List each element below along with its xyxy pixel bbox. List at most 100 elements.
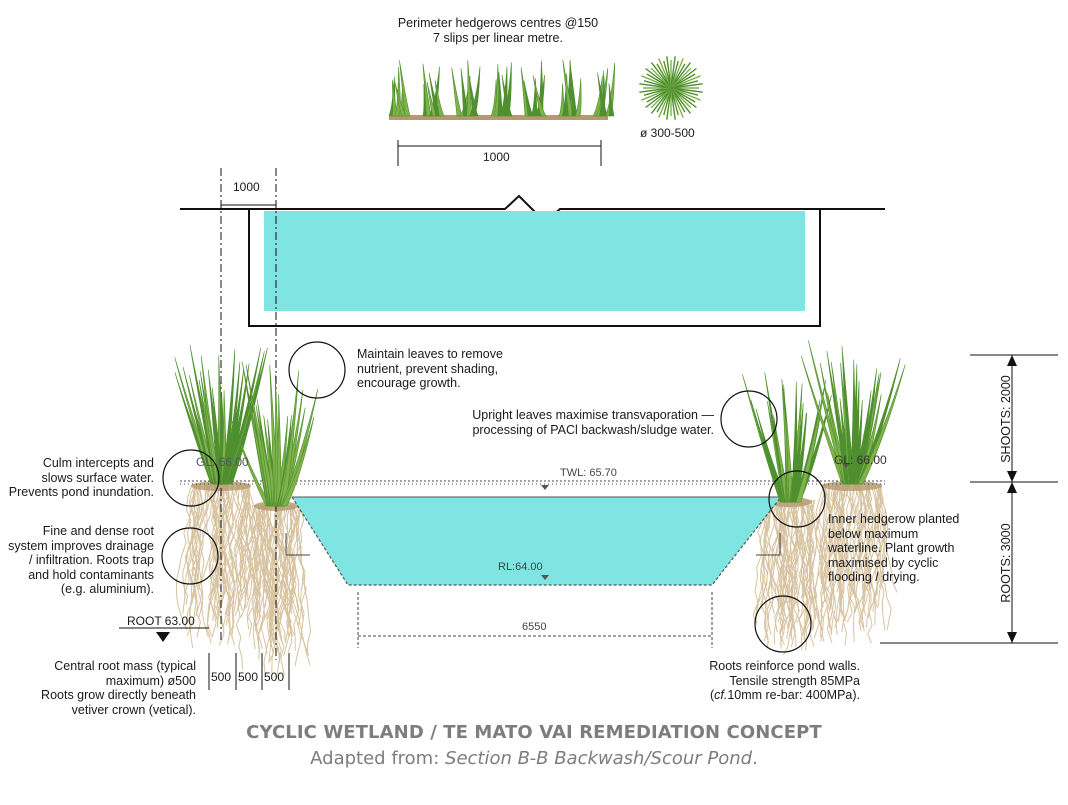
crown-ray [658,87,672,118]
grass-blade [399,60,411,117]
grass-blade [857,364,906,485]
root-strand [252,504,261,629]
root-strand [190,483,201,606]
note-fine-root-line3: / infiltration. Roots trap [28,553,154,567]
root-strand [870,483,884,607]
crown-ray [641,75,672,89]
root-strand [212,483,223,620]
root-strand [818,483,828,602]
note-culm-line3: Prevents pond inundation. [8,485,154,499]
root-cluster-outer-right [812,483,898,646]
root-strand [188,483,217,619]
root-strand [237,483,249,601]
root-level-marker [156,632,170,642]
hedgerow-spec: Perimeter hedgerows centres @150 7 slips… [378,16,618,45]
root-strand [218,483,236,646]
grass-blade [608,83,615,117]
root-strand [803,499,816,651]
root-strand [265,504,278,611]
root-cluster-inner-right [752,499,826,656]
grass-blade [275,393,282,507]
note-central-line3: Roots grow directly beneath [41,688,196,702]
hedgerow-slip [388,60,411,117]
root-strand [874,483,882,596]
circle-fine-root [161,527,219,585]
grass-blade [597,72,609,117]
shoots-dim-label: SHOOTS: 2000 [999,375,1013,463]
break-line [249,194,820,224]
slope-marker-right [756,533,781,556]
rebar-cf: cf. [714,688,728,702]
circle-leaves [288,341,346,399]
root-strand [847,483,859,613]
root-strand [823,483,840,604]
note-inner-line5: flooding / drying. [828,570,920,584]
root-strand [856,483,867,587]
grass-blade [279,370,299,507]
subtitle-suffix: . [752,748,758,769]
root-strand [270,504,282,678]
grass-blade [569,60,578,117]
root-strand [805,499,815,647]
root-strand [823,483,835,602]
arrow-shoots-bottom [1007,471,1017,482]
circle-reinforce [754,595,812,653]
grass-blade [231,420,272,507]
rl-label: RL:64.00 [498,561,543,573]
note-central-root: Central root mass (typical maximum) ø500… [0,659,196,717]
root-strand [291,504,312,666]
root-dim-1: 500 [211,670,232,684]
gl-right-label: GL: 66.00 [834,453,887,467]
circle-inner [768,470,826,528]
root-strand [206,483,226,637]
root-strand [268,504,286,664]
note-fine-root-line5: (e.g. aluminium). [60,582,154,596]
hedgerow-soil [389,115,608,120]
root-strand [865,483,877,626]
crown-soil-right-outer [822,481,882,491]
root-strand [261,504,276,609]
root-strand [798,499,809,634]
root-strand [260,504,275,641]
grass-blade [281,416,315,507]
note-culm-line1: Culm intercepts and [42,456,154,470]
note-reinforce-line1: Roots reinforce pond walls. [709,659,860,673]
crown-ray [670,58,684,89]
note-maintain-leaves: Maintain leaves to remove nutrient, prev… [357,347,503,391]
root-strand [798,499,809,651]
root-strand [826,483,844,592]
arrow-roots-bottom [1007,632,1017,643]
hedgerow-slip [451,60,481,117]
note-upright-line1: Upright leaves maximise transvaporation … [472,408,714,422]
note-reinforce-line3: (cf.10mm re-bar: 400MPa). [640,688,860,703]
note-inner-line2: below maximum [828,526,919,541]
root-strand [279,504,293,653]
root-strand [286,504,300,611]
root-strand [814,483,837,622]
root-strand [200,483,218,595]
root-dim-2: 500 [238,670,259,684]
note-culm-line2: slows surface water. [41,470,154,485]
crown-diameter-label: ø 300-500 [640,126,695,140]
note-maintain-line3: encourage growth. [357,376,461,390]
root-strand [263,504,286,678]
root-strand [223,483,235,614]
note-inner-line1: Inner hedgerow planted [828,512,960,526]
root-strand [878,483,889,588]
root-strand [773,499,793,656]
root-strand [190,483,200,584]
root-cluster-inner-left [235,504,312,678]
diagram-subtitle: Adapted from: Section B-B Backwash/Scour… [0,748,1068,769]
root-strand [819,483,841,637]
grass-clump-outer-left [174,344,268,485]
spacing-dim-label: 1000 [483,150,510,164]
hedgerow-elevation [388,59,616,120]
root-strand [789,499,800,647]
root-dim-3: 500 [264,670,285,684]
pond-batter [291,496,782,586]
root-strand [777,499,790,623]
root-strand [839,483,852,603]
root-mass-left [175,481,312,678]
hedgerow-spec-line2: 7 slips per linear metre. [433,30,563,45]
root-strand [857,483,871,616]
